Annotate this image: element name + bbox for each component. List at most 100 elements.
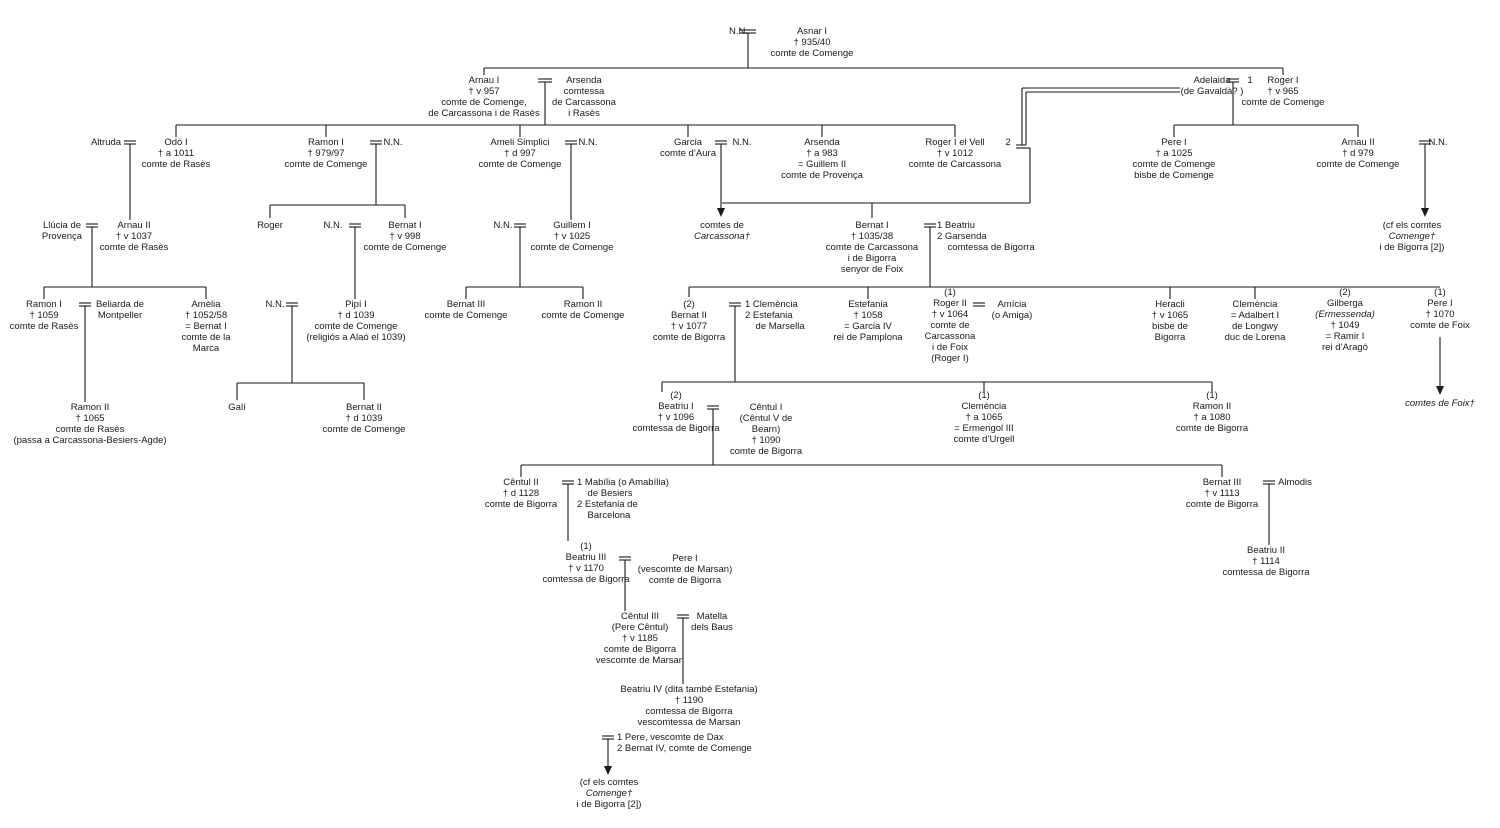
person-line: comte de Comenge	[322, 424, 406, 435]
person-line: (vescomte de Marsan)	[637, 564, 733, 575]
person-line: 2	[1005, 137, 1011, 148]
marriage-sign	[565, 140, 577, 145]
person-line: comtes de	[700, 220, 744, 231]
person-line: (1)	[1434, 287, 1446, 298]
person-line: 2 Estefania	[745, 310, 793, 321]
person-nn-arnau: N.N.	[1429, 137, 1448, 148]
arrow-down-icon	[604, 766, 612, 775]
person-line: N.N.	[578, 137, 598, 148]
person-line: Odó I	[164, 137, 188, 148]
person-line: Arnau II	[117, 220, 151, 231]
person-line: (de Gavaldà? )	[1180, 86, 1244, 97]
person-line: rei d’Aragó	[1322, 342, 1368, 353]
person-line: Arsenda	[566, 75, 602, 86]
person-comtes-foix: comtes de Foix†	[1405, 398, 1475, 409]
person-roger: Roger	[257, 220, 283, 231]
person-nn-pipi: N.N.	[266, 299, 285, 310]
person-gali: Galí	[228, 402, 245, 413]
person-line: † 1058	[853, 310, 883, 321]
person-line: N.N.	[493, 220, 513, 231]
person-line: Ramon II	[70, 402, 110, 413]
person-line: comte de Foix	[1410, 320, 1470, 331]
marriage-sign	[924, 223, 936, 228]
person-line: comte de Comenge	[284, 159, 368, 170]
person-line: Beliarda de	[95, 299, 145, 310]
person-nn-guillem: N.N.	[494, 220, 513, 231]
person-line: (passa a Carcassona-Besiers-Agde)	[13, 435, 167, 446]
person-line: Bernat III	[446, 299, 486, 310]
person-line: Beatriu I	[658, 401, 694, 412]
person-line: comte de Rasès	[9, 321, 79, 332]
person-line: † v 1064	[931, 309, 969, 320]
person-line: Beatriu II	[1246, 545, 1286, 556]
person-line: 2 Bernat IV, comte de Comenge	[617, 743, 752, 754]
person-line: de Marsella	[745, 321, 805, 332]
person-line: 2 Estefania de	[577, 499, 638, 510]
arrow-down-icon	[717, 208, 725, 217]
person-line: † 1114	[1252, 556, 1280, 567]
person-line: (2)	[1339, 287, 1351, 298]
person-line: = Guillem II	[797, 159, 847, 170]
person-line: † a 983	[806, 148, 838, 159]
person-line: Adelaida	[1193, 75, 1231, 86]
person-line: N.N.	[732, 137, 752, 148]
marriage-sign	[973, 302, 985, 307]
marriage-sign	[86, 223, 98, 228]
person-line: Almodis	[1278, 477, 1312, 488]
person-line: Montpeller	[97, 310, 143, 321]
person-nn-top: N.N.	[729, 26, 748, 37]
person-line: i de Bigorra [2])	[576, 799, 642, 810]
person-line: comte de Bigorra	[648, 575, 722, 586]
person-roger-vell-num: 2	[1005, 137, 1010, 148]
person-line: Bigorra	[1154, 332, 1186, 343]
marriage-sign	[715, 140, 727, 145]
person-line: Carcassona	[924, 331, 976, 342]
person-line: comte de Comenge,	[441, 97, 527, 108]
person-line: Clemència	[961, 401, 1007, 412]
person-line: Matella	[696, 611, 728, 622]
person-line: N.N.	[323, 220, 343, 231]
person-line: Arnau II	[1341, 137, 1375, 148]
person-line: Provença	[41, 231, 83, 242]
person-line: N.N.	[383, 137, 403, 148]
person-line: (cf els comtes	[579, 777, 639, 788]
marriage-sign	[79, 302, 91, 307]
person-line: † d 997	[504, 148, 536, 159]
person-line: † a 1025	[1155, 148, 1193, 159]
person-line: = Ramir I	[1325, 331, 1365, 342]
person-line: comte de Comenge	[478, 159, 562, 170]
person-line: † v 1113	[1204, 488, 1240, 499]
person-line: Altruda	[90, 137, 122, 148]
person-line: Pere I	[672, 553, 698, 564]
person-line: Ramon I	[26, 299, 62, 310]
person-line: comte de Comenge	[314, 321, 398, 332]
person-altruda: Altruda	[91, 137, 121, 148]
person-line: comte d’Aura	[660, 148, 716, 159]
marriage-sign	[562, 480, 574, 485]
person-line: comte de Comenge	[530, 242, 614, 253]
person-line: (1)	[978, 390, 990, 401]
person-line: N.N.	[1428, 137, 1448, 148]
person-line: = Adalbert I	[1230, 310, 1280, 321]
marriage-sign	[286, 302, 298, 307]
person-nn-ramon: N.N.	[384, 137, 403, 148]
person-line: Carcassona†	[694, 231, 750, 242]
person-line: comte de Comenge	[424, 310, 508, 321]
